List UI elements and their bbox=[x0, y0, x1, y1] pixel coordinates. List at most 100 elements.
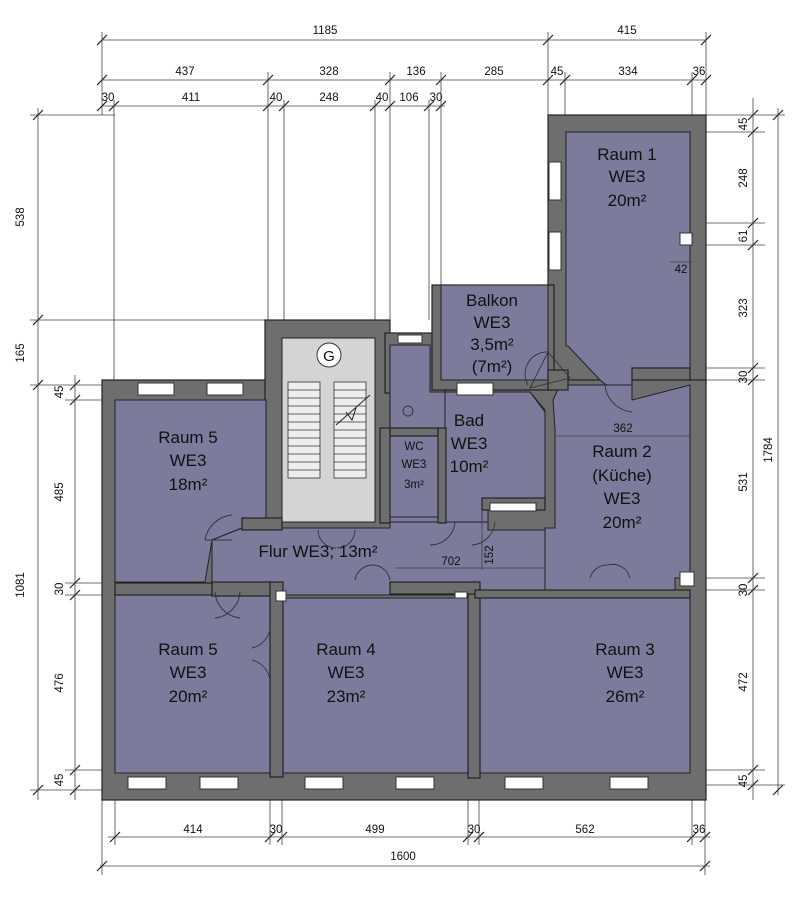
dim-bottom-detail: 30 bbox=[270, 824, 283, 836]
room-label: 20m² bbox=[608, 191, 647, 210]
room-label-flur: Flur WE3; 13m² bbox=[258, 542, 377, 561]
room-label: WC bbox=[404, 441, 423, 453]
dim-right-inner: 42 bbox=[675, 264, 688, 276]
dim-left-upper-total: 538 bbox=[15, 207, 27, 226]
window bbox=[206, 382, 244, 396]
room-label: WE3 bbox=[451, 434, 488, 453]
dim-right-detail: 45 bbox=[738, 118, 750, 131]
room-label: (7m²) bbox=[472, 357, 513, 376]
window bbox=[395, 776, 435, 790]
room-label: (Küche) bbox=[592, 466, 652, 485]
dim-left-detail: 45 bbox=[54, 386, 66, 399]
dim-top-detail: 30 bbox=[102, 92, 115, 104]
room-raum2 bbox=[544, 384, 691, 591]
window bbox=[397, 334, 423, 344]
room-label: Raum 5 bbox=[158, 428, 218, 447]
window bbox=[489, 502, 537, 512]
room-label: Bad bbox=[454, 411, 484, 430]
dim-bottom-detail: 499 bbox=[365, 824, 384, 836]
room-label: WE3 bbox=[170, 663, 207, 682]
dim-top-detail: 40 bbox=[376, 92, 389, 104]
room-raum4 bbox=[282, 597, 469, 774]
room-label: 3m² bbox=[404, 479, 424, 491]
dim-right-detail: 248 bbox=[738, 168, 750, 187]
dim-left-lower-total: 1081 bbox=[15, 572, 27, 598]
dim-right-detail: 531 bbox=[738, 472, 750, 491]
dim-right-detail: 30 bbox=[738, 371, 750, 384]
window bbox=[275, 590, 287, 602]
dim-right-total: 1784 bbox=[763, 437, 775, 463]
room-label: 10m² bbox=[450, 457, 489, 476]
room-label: 20m² bbox=[603, 513, 642, 532]
room-label: WE3 bbox=[170, 451, 207, 470]
dim-top-total-left: 1185 bbox=[313, 25, 338, 37]
room-raum5-lower bbox=[114, 594, 271, 774]
dim-left-detail: 485 bbox=[54, 482, 66, 501]
room-label: WE3 bbox=[609, 167, 646, 186]
dim-top-mid: 285 bbox=[484, 66, 503, 78]
room-label: 26m² bbox=[606, 687, 645, 706]
room-label: 23m² bbox=[327, 687, 366, 706]
room-label: Raum 4 bbox=[316, 640, 376, 659]
window bbox=[127, 776, 167, 790]
window bbox=[548, 231, 562, 271]
window bbox=[679, 571, 695, 587]
dim-left-detail: 476 bbox=[54, 673, 66, 692]
dim-right-detail: 472 bbox=[738, 672, 750, 691]
dim-bottom-total: 1600 bbox=[390, 851, 416, 863]
room-label: 20m² bbox=[169, 687, 208, 706]
room-label: WE3 bbox=[328, 663, 365, 682]
dim-top-total-right: 415 bbox=[617, 25, 636, 37]
window bbox=[456, 382, 494, 396]
stair-label: G bbox=[323, 348, 335, 365]
dim-top-detail: 30 bbox=[430, 92, 443, 104]
window bbox=[679, 232, 693, 246]
dim-bottom-detail: 36 bbox=[693, 824, 706, 836]
room-label: WE3 bbox=[474, 313, 511, 332]
room-label: 3,5m² bbox=[470, 335, 514, 354]
dim-top-mid: 45 bbox=[551, 66, 564, 78]
interior-walls bbox=[114, 367, 691, 779]
room-raum3 bbox=[479, 597, 691, 774]
stairs: G bbox=[287, 342, 371, 479]
dim-top-mid: 36 bbox=[693, 66, 706, 78]
windows bbox=[127, 161, 695, 790]
dim-bottom-detail: 414 bbox=[183, 824, 203, 836]
dim-right-detail: 30 bbox=[738, 584, 750, 597]
room-label: WE3 bbox=[604, 489, 641, 508]
elevator-marker bbox=[316, 342, 342, 368]
dimension-labels: 1185 415 437 328 136 285 45 334 36 30 41… bbox=[15, 25, 775, 863]
dim-top-detail: 40 bbox=[270, 92, 283, 104]
dimension-lines bbox=[30, 32, 785, 875]
dim-top-mid: 136 bbox=[406, 66, 425, 78]
dim-top-detail: 106 bbox=[399, 92, 418, 104]
dim-right-detail: 61 bbox=[738, 230, 750, 243]
dim-top-mid: 328 bbox=[319, 66, 338, 78]
dim-top-mid: 437 bbox=[175, 66, 194, 78]
dim-left-detail: 30 bbox=[54, 583, 66, 596]
dim-inner-362: 362 bbox=[613, 423, 632, 435]
window bbox=[454, 591, 468, 599]
room-label: 18m² bbox=[169, 475, 208, 494]
window bbox=[548, 161, 562, 201]
room-balkon bbox=[440, 284, 549, 381]
dim-top-detail: 411 bbox=[182, 92, 200, 104]
room-label: Raum 5 bbox=[158, 640, 218, 659]
dim-right-detail: 45 bbox=[738, 775, 750, 788]
window bbox=[199, 776, 239, 790]
window bbox=[504, 776, 544, 790]
dim-left-mid: 165 bbox=[15, 343, 27, 362]
window bbox=[137, 382, 175, 396]
dim-top-detail: 248 bbox=[319, 92, 338, 104]
dim-right-detail: 323 bbox=[738, 298, 750, 317]
dim-bottom-detail: 30 bbox=[468, 824, 481, 836]
room-label: Raum 3 bbox=[595, 640, 655, 659]
room-label: Raum 2 bbox=[592, 442, 652, 461]
dim-inner-702: 702 bbox=[441, 556, 460, 568]
dim-top-mid: 334 bbox=[618, 66, 638, 78]
room-label: Raum 1 bbox=[597, 145, 657, 164]
room-label: WE3 bbox=[607, 663, 644, 682]
dim-bottom-detail: 562 bbox=[575, 824, 594, 836]
room-labels: Raum 1 WE3 20m² Balkon WE3 3,5m² (7m²) B… bbox=[158, 145, 687, 706]
